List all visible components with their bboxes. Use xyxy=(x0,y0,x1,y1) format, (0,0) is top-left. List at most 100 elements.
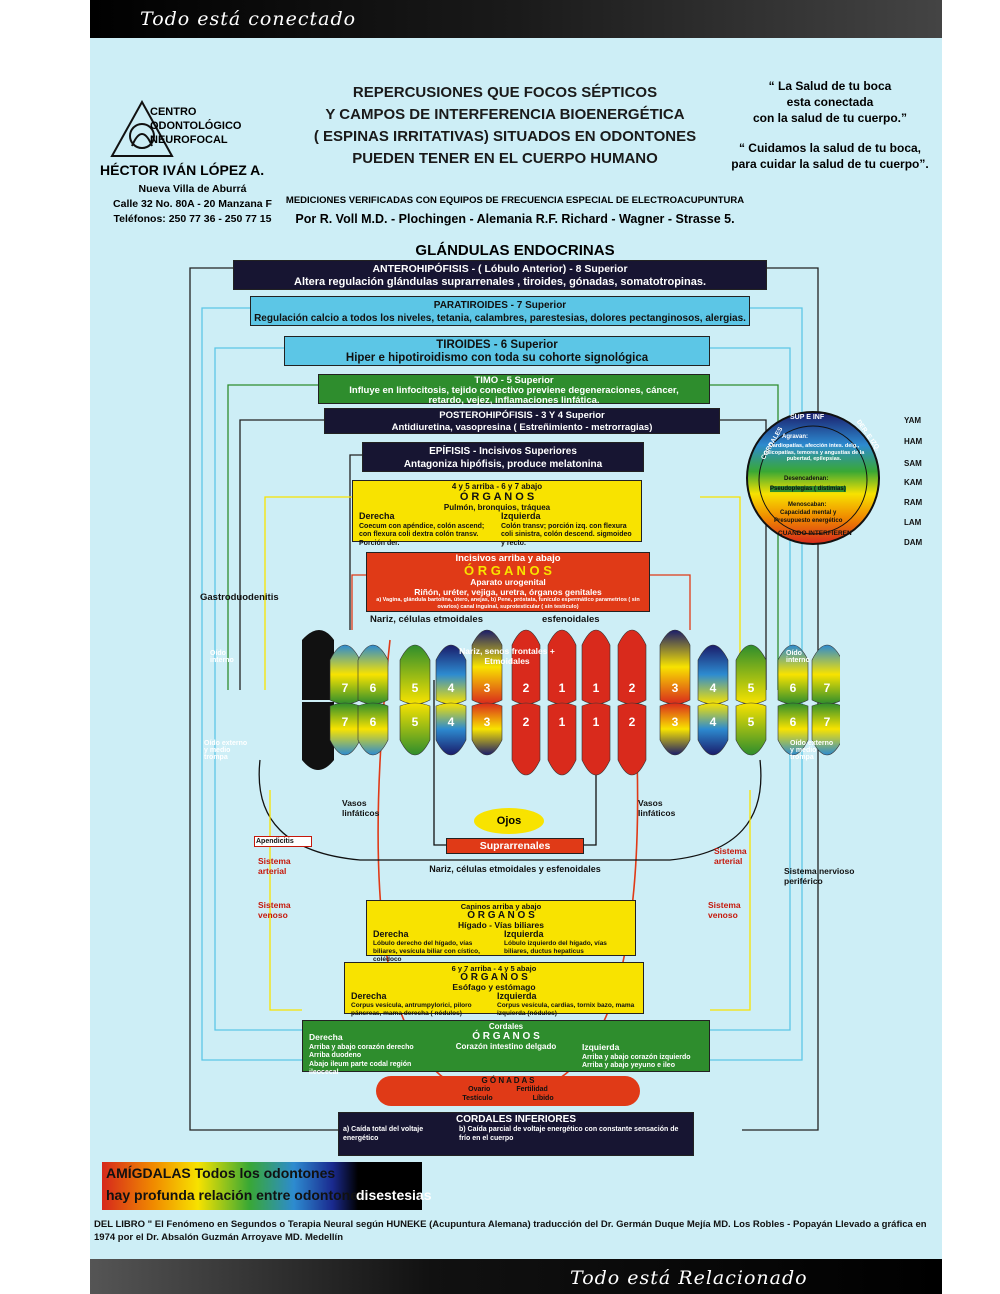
upper-tooth-number: 6 xyxy=(790,681,797,695)
upper-tooth-1 xyxy=(547,629,577,705)
upper-tooth-4 xyxy=(435,644,467,705)
footer-band-text: Todo está Relacionado xyxy=(570,1267,808,1289)
upper-tooth-number: 2 xyxy=(629,681,636,695)
poster: Todo está conectado CENTRO ODONTOLÓGICO … xyxy=(90,0,942,1294)
oido-externo-right-label: Oído externo y medio trompa xyxy=(790,740,834,761)
circle-code-ham: HAM xyxy=(904,437,923,446)
title-line3: ( ESPINAS IRRITATIVAS) SITUADOS EN ODONT… xyxy=(313,128,697,145)
cordales-izq-1: Arriba y abajo corazón izquierdo xyxy=(582,1053,691,1061)
anterohipofisis-box: ANTEROHIPÓFISIS - ( Lóbulo Anterior) - 8… xyxy=(233,260,767,290)
circle-code-dam: DAM xyxy=(904,538,923,547)
lower-tooth-7 xyxy=(329,702,361,756)
caninos-izquierda: Izquierda xyxy=(504,929,544,939)
circle-agravan-desc: Cardiopatías, afección intes. delg., psi… xyxy=(763,443,865,462)
centro-line2: ODONTOLÓGICO xyxy=(150,120,242,132)
wisdom-tooth-upper xyxy=(302,630,334,700)
upper-tooth-number: 7 xyxy=(342,681,349,695)
lower-tooth-number: 3 xyxy=(672,715,679,729)
upper-tooth-number: 3 xyxy=(484,681,491,695)
upper-tooth-number: 4 xyxy=(710,681,717,695)
gonadas-ovario: Ovario xyxy=(468,1086,491,1093)
cordales-der-1: Arriba y abajo corazón derecho xyxy=(309,1043,414,1051)
circle-top: SUP E INF xyxy=(790,414,825,421)
cordales-izquierda: Izquierda xyxy=(582,1042,620,1052)
upper-tooth-number: 1 xyxy=(593,681,600,695)
vasos-linfaticos-right: Vasos linfáticos xyxy=(638,798,676,818)
lower-tooth-number: 2 xyxy=(629,715,636,729)
lower-tooth-3 xyxy=(471,702,503,756)
organos-45-derecha: Derecha xyxy=(359,511,395,521)
upper-tooth-3 xyxy=(659,629,691,705)
centro-addr1: Nueva Villa de Aburrá xyxy=(138,183,247,195)
cordales-circle-diagram xyxy=(746,411,880,545)
cordales-title: Cordales xyxy=(488,1022,524,1031)
organos-45-izq-desc: Colón transv; porción izq. con flexura c… xyxy=(501,522,632,547)
title-line2: Y CAMPOS DE INTERFERENCIA BIOENERGÉTICA xyxy=(325,106,685,123)
lower-tooth-number: 6 xyxy=(370,715,377,729)
cordales-der-2: Arriba duodeno xyxy=(309,1052,362,1059)
tiroides-title: TIROIDES - 6 Superior xyxy=(436,339,558,351)
upper-tooth-4 xyxy=(697,644,729,705)
epifisis-box: EPÍFISIS - Incisivos Superiores Antagoni… xyxy=(362,442,644,472)
title-line4: PUEDEN TENER EN EL CUERPO HUMANO xyxy=(352,150,658,167)
caninos-sub: Hígado - Vías biliares xyxy=(458,920,544,930)
incisivos-box: Incisivos arriba y abajo Ó R G A N O S A… xyxy=(366,552,650,612)
circle-code-yam: YAM xyxy=(904,416,922,425)
cordales-der-3: Abajo ileum parte codal región ileocecal xyxy=(309,1060,412,1077)
upper-tooth-5 xyxy=(735,644,767,705)
caninos-title: Caninos arriba y abajo xyxy=(460,902,542,911)
quote1-a: “ La Salud de tu boca xyxy=(768,79,892,93)
upper-tooth-number: 1 xyxy=(559,681,566,695)
oido-interno-right-label: Oído interno xyxy=(786,650,810,664)
cordales-inferiores-box: CORDALES INFERIORES a) Caída total del v… xyxy=(338,1112,694,1156)
upper-tooth-number: 4 xyxy=(448,681,455,695)
circle-code-kam: KAM xyxy=(904,478,923,487)
measurements-line: MEDICIONES VERIFICADAS CON EQUIPOS DE FR… xyxy=(285,195,745,206)
lower-tooth-4 xyxy=(697,702,729,756)
lower-tooth-3 xyxy=(659,702,691,756)
lower-tooth-5 xyxy=(399,702,431,756)
gonadas-testiculo: Testículo xyxy=(462,1095,493,1102)
upper-tooth-number: 5 xyxy=(412,681,419,695)
cordales-izq-2: Arriba y abajo yeyuno e ileo xyxy=(582,1062,675,1069)
organos-45-title: 4 y 5 arriba - 6 y 7 abajo xyxy=(451,482,543,491)
lower-tooth-4 xyxy=(435,702,467,756)
lower-tooth-number: 6 xyxy=(790,715,797,729)
upper-tooth-number: 6 xyxy=(370,681,377,695)
cordales-inferiores-a: a) Caída total del voltaje energético xyxy=(343,1126,424,1142)
lower-tooth-number: 5 xyxy=(412,715,419,729)
legend-line1: AMÍGDALAS Todos los odontones xyxy=(106,1165,336,1181)
centro-addr3: Teléfonos: 250 77 36 - 250 77 15 xyxy=(113,213,272,225)
legend-line3: disestesias xyxy=(356,1187,432,1203)
main-title: REPERCUSIONES QUE FOCOS SÉPTICOS Y CAMPO… xyxy=(290,82,720,170)
upper-tooth-1 xyxy=(581,629,611,705)
amigdalas-legend: AMÍGDALAS Todos los odontones hay profun… xyxy=(102,1162,432,1210)
cordales-inferiores-title: CORDALES INFERIORES xyxy=(455,1114,576,1125)
circle-code-ram: RAM xyxy=(904,498,923,507)
organos-45-der-desc: Coecum con apéndice, colón ascend; con f… xyxy=(359,522,485,547)
organos-67-sub: Esófago y estómago xyxy=(452,982,536,992)
circle-code-sam: SAM xyxy=(904,459,922,468)
lower-tooth-number: 4 xyxy=(448,715,455,729)
upper-tooth-5 xyxy=(399,644,431,705)
organos-67-box: 6 y 7 arriba - 4 y 5 abajo Ó R G A N O S… xyxy=(344,962,644,1017)
posterohipofisis-desc: Antidiuretina, vasopresina ( Estreñimien… xyxy=(391,422,653,433)
oido-interno-left-label: Oído interno xyxy=(210,650,234,664)
epifisis-title: EPÍFISIS - Incisivos Superiores xyxy=(429,446,577,457)
incisivos-desc: a) Vagina, glándula bartolina, útero, an… xyxy=(376,597,640,610)
vasos-linfaticos-left: Vasos linfáticos xyxy=(342,798,380,818)
gonadas-title: G Ó N A D A S xyxy=(481,1076,535,1085)
incisivos-sub2: Riñón, uréter, vejiga, uretra, órganos g… xyxy=(414,587,602,597)
quote2-a: “ Cuidamos la salud de tu boca, xyxy=(738,141,922,155)
lower-tooth-number: 1 xyxy=(559,715,566,729)
lower-tooth-1 xyxy=(581,702,611,776)
gonadas-fertilidad: Fertilidad xyxy=(516,1086,548,1093)
lower-tooth-number: 5 xyxy=(748,715,755,729)
upper-tooth-6 xyxy=(357,644,389,705)
incisivos-title: Incisivos arriba y abajo xyxy=(455,553,561,564)
suprarrenales-box: Suprarrenales xyxy=(446,838,584,854)
upper-tooth-2 xyxy=(617,629,647,705)
author-line: Por R. Voll M.D. - Plochingen - Alemania… xyxy=(295,212,735,226)
caninos-izq-desc: Lóbulo izquierdo del hígado, vías biliar… xyxy=(504,940,607,955)
